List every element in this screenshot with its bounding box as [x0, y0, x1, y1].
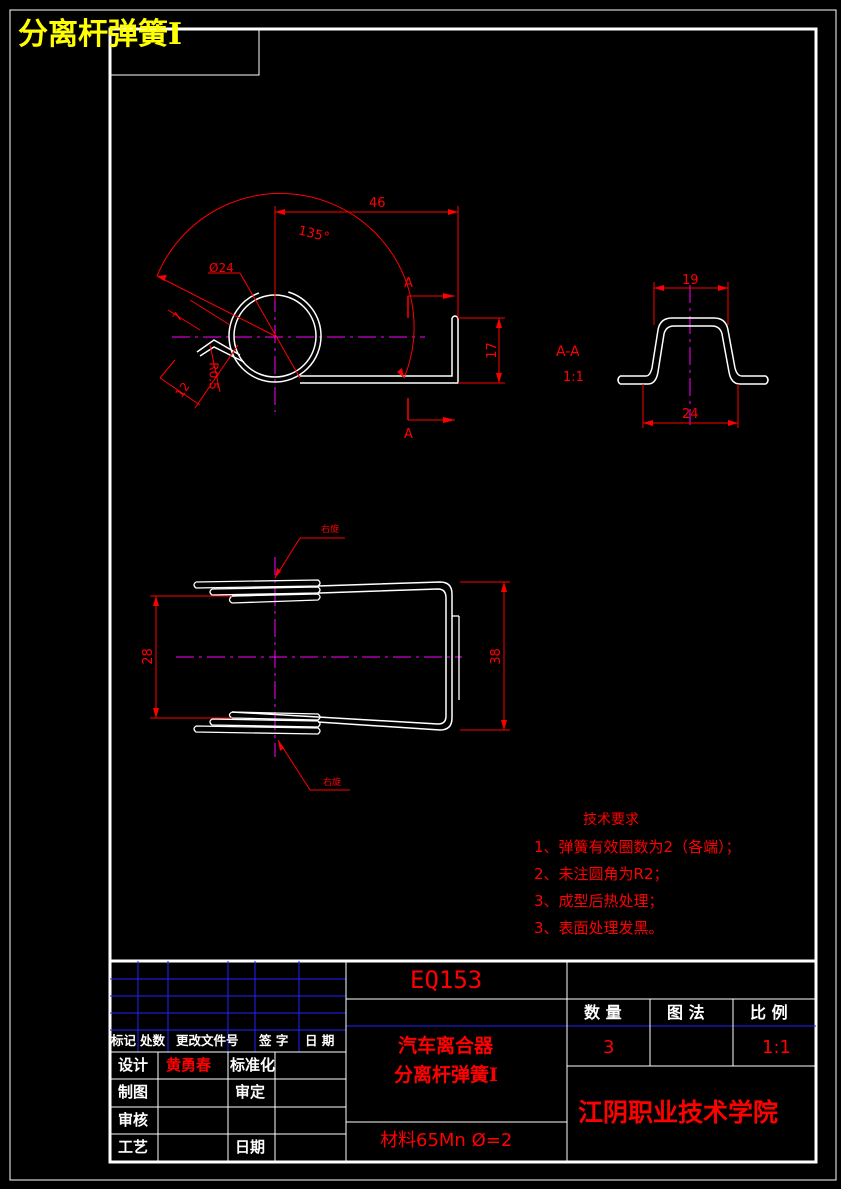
review-label: 审核	[118, 1111, 149, 1129]
designer-name: 黄勇春	[166, 1056, 212, 1074]
standardization-label: 标准化	[230, 1056, 276, 1074]
drawing-number: EQ153	[410, 966, 483, 994]
section-profile-outer	[620, 317, 766, 377]
dim-r05: R0.5	[206, 362, 221, 390]
dim-19: 19	[682, 273, 699, 288]
section-profile-inner	[620, 325, 766, 385]
quantity-value: 3	[603, 1037, 615, 1058]
top-title-box	[110, 29, 260, 76]
rotation-note-top: 右旋	[321, 525, 340, 535]
coil-outer-2	[228, 289, 322, 383]
process-label: 工艺	[118, 1138, 149, 1156]
dim-24: 24	[682, 407, 699, 422]
front-view	[156, 192, 505, 423]
tech-requirement-2: 2、未注圆角为R2；	[534, 865, 669, 883]
tech-requirement-3: 3、成型后热处理；	[534, 892, 664, 910]
institution-name: 江阴职业技术学院	[578, 1098, 779, 1127]
method-header: 图 法	[667, 1003, 705, 1022]
angle-arc	[156, 192, 415, 379]
spring-leg	[300, 318, 453, 377]
rev-header-mark: 标记	[111, 1033, 137, 1048]
section-view	[617, 282, 769, 428]
hook-end	[196, 339, 245, 363]
section-mark-bottom: A	[404, 427, 413, 442]
drafting-label: 制图	[118, 1083, 149, 1101]
rev-header-date: 日 期	[305, 1033, 335, 1048]
quantity-header: 数 量	[584, 1003, 622, 1022]
dim-dia-24: Ø24	[209, 261, 234, 275]
product-name-line2: 分离杆弹簧Ⅰ	[394, 1064, 498, 1086]
top-view	[150, 537, 510, 791]
rotation-note-bottom: 右旋	[323, 778, 342, 788]
date-label: 日期	[235, 1138, 266, 1156]
rev-header-count: 处数	[140, 1033, 166, 1048]
tech-requirements-heading: 技术要求	[583, 812, 639, 828]
rev-header-doc: 更改文件号	[176, 1033, 239, 1048]
dim-28: 28	[140, 648, 156, 665]
sheet-title: 分离杆弹簧Ⅰ	[18, 17, 183, 52]
dim-17: 17	[484, 342, 500, 359]
approval-label: 审定	[235, 1083, 266, 1101]
dim-38: 38	[488, 648, 504, 665]
product-name-line1: 汽车离合器	[398, 1035, 494, 1057]
section-mark-top: A	[404, 276, 413, 291]
scale-value: 1:1	[762, 1037, 791, 1058]
design-label: 设计	[118, 1056, 149, 1074]
dim-46: 46	[369, 196, 386, 211]
scale-header: 比 例	[750, 1003, 788, 1022]
material-spec: 材料65Mn Ø=2	[380, 1130, 513, 1151]
title-block-lines	[110, 959, 816, 1164]
outer-frame	[9, 9, 837, 1181]
spring-leg-outer	[300, 318, 459, 384]
tech-requirement-4: 3、表面处理发黑。	[534, 919, 664, 937]
tech-requirement-1: 1、弹簧有效圈数为2（各端）；	[534, 838, 741, 856]
section-view-scale: 1:1	[563, 370, 584, 385]
section-view-label: A-A	[556, 344, 580, 360]
rev-header-sign: 签 字	[259, 1033, 289, 1048]
